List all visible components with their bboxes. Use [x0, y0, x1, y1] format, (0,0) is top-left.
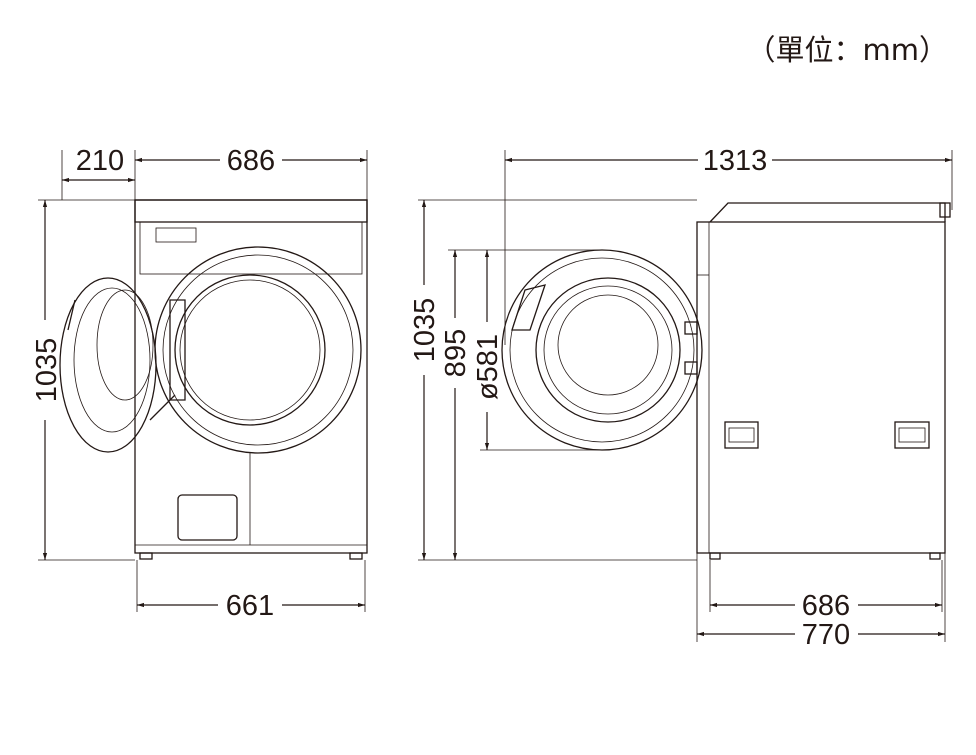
dim-total-depth-door-open: 1313	[703, 145, 768, 177]
door-glass	[535, 277, 681, 423]
door-handle	[511, 284, 546, 331]
dim-door-swing: 210	[76, 145, 124, 177]
dim-door-diameter: ø581	[472, 334, 504, 400]
dim-front-width-top: 686	[227, 145, 275, 177]
detergent-drawer	[155, 227, 197, 243]
door-hinge	[169, 299, 186, 401]
dim-door-height: 895	[440, 329, 472, 377]
foot-left	[139, 552, 153, 560]
drum-opening	[174, 274, 326, 426]
front-dimensions: 210 686 1035 661	[31, 145, 368, 622]
dim-front-height: 1035	[31, 338, 63, 403]
foot-right	[349, 552, 363, 560]
dim-front-width-bottom: 661	[226, 590, 274, 622]
dim-middle-height: 1035	[409, 298, 441, 363]
side-handle-rear	[894, 421, 930, 449]
side-dimensions: 686 770	[696, 553, 946, 651]
open-door	[59, 277, 157, 453]
door-front-view	[501, 249, 703, 451]
door-opening-outer	[154, 246, 362, 454]
control-panel	[139, 221, 363, 275]
dim-side-depth-body: 686	[802, 590, 850, 622]
side-top	[709, 202, 946, 223]
filter-cover	[177, 494, 238, 541]
unit-label: （單位：mm）	[747, 33, 949, 67]
side-handle-front	[724, 421, 759, 449]
middle-dimensions: 1313 1035 895 ø581	[409, 145, 953, 561]
side-view	[696, 202, 951, 560]
front-top-panel	[134, 199, 368, 223]
side-body	[696, 221, 946, 554]
front-view	[59, 199, 368, 560]
dim-side-depth-total: 770	[802, 619, 850, 651]
